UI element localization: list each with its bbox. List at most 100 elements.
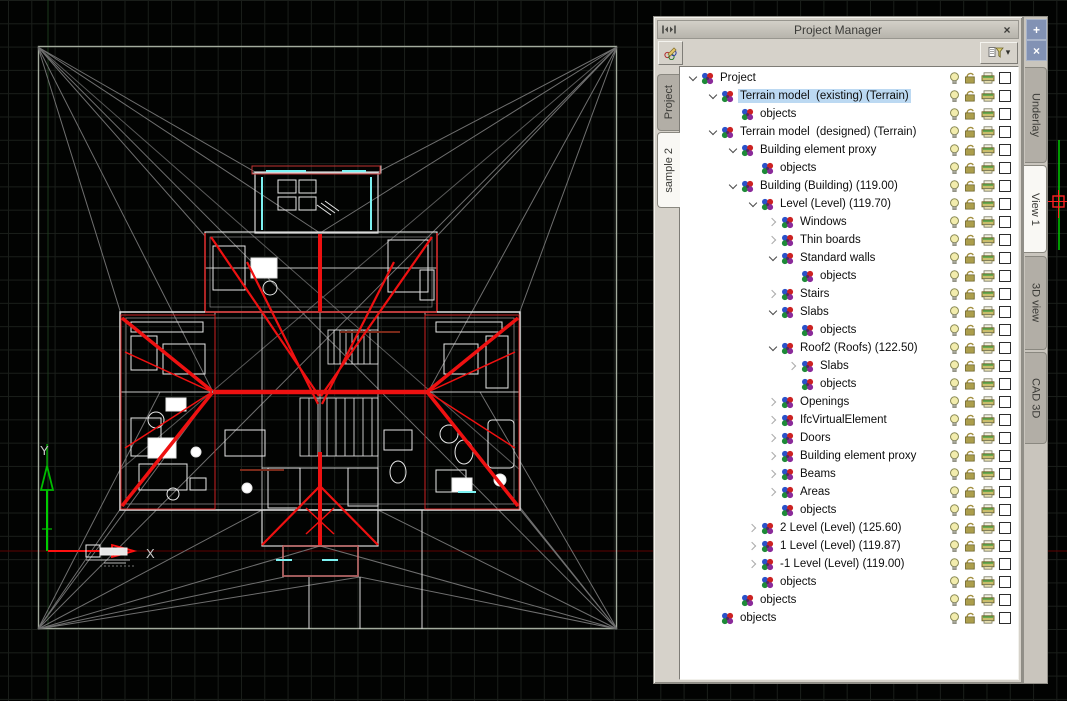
print-icon[interactable] (979, 450, 997, 462)
expander-open-icon[interactable] (769, 307, 777, 315)
expander-closed-icon[interactable] (768, 218, 776, 226)
tree-row[interactable]: Standard walls (680, 249, 1018, 267)
lock-icon[interactable] (962, 522, 979, 534)
print-icon[interactable] (979, 432, 997, 444)
print-icon[interactable] (979, 342, 997, 354)
tree-row[interactable]: objects (680, 159, 1018, 177)
tree-row[interactable]: Building (Building) (119.00) (680, 177, 1018, 195)
visibility-bulb-icon[interactable] (946, 162, 962, 175)
plot-checkbox[interactable] (997, 468, 1012, 480)
filter-button[interactable]: ▾ (980, 42, 1018, 64)
tree-row[interactable]: Slabs (680, 357, 1018, 375)
plot-checkbox[interactable] (997, 486, 1012, 498)
lock-icon[interactable] (962, 504, 979, 516)
tree-row[interactable]: Level (Level) (119.70) (680, 195, 1018, 213)
expander-closed-icon[interactable] (768, 470, 776, 478)
expander-closed-icon[interactable] (788, 362, 796, 370)
print-icon[interactable] (979, 468, 997, 480)
lock-icon[interactable] (962, 126, 979, 138)
tree-row[interactable]: Roof2 (Roofs) (122.50) (680, 339, 1018, 357)
expander-open-icon[interactable] (729, 181, 737, 189)
print-icon[interactable] (979, 198, 997, 210)
tree-row[interactable]: objects (680, 573, 1018, 591)
print-icon[interactable] (979, 396, 997, 408)
visibility-bulb-icon[interactable] (946, 252, 962, 265)
lock-icon[interactable] (962, 450, 979, 462)
plot-checkbox[interactable] (997, 144, 1012, 156)
visibility-bulb-icon[interactable] (946, 234, 962, 247)
tree-row[interactable]: Project (680, 69, 1018, 87)
lock-icon[interactable] (962, 360, 979, 372)
print-icon[interactable] (979, 72, 997, 84)
tree-row[interactable]: objects (680, 609, 1018, 627)
expander-closed-icon[interactable] (748, 524, 756, 532)
visibility-bulb-icon[interactable] (946, 612, 962, 625)
lock-icon[interactable] (962, 396, 979, 408)
print-icon[interactable] (979, 414, 997, 426)
plot-checkbox[interactable] (997, 432, 1012, 444)
visibility-bulb-icon[interactable] (946, 522, 962, 535)
plot-checkbox[interactable] (997, 270, 1012, 282)
lock-icon[interactable] (962, 594, 979, 606)
panel-tab-project[interactable]: Project (657, 74, 679, 131)
expander-closed-icon[interactable] (768, 488, 776, 496)
tree-row[interactable]: Terrain model (existing) (Terrain) (680, 87, 1018, 105)
lock-icon[interactable] (962, 558, 979, 570)
print-icon[interactable] (979, 126, 997, 138)
plot-checkbox[interactable] (997, 252, 1012, 264)
tree-row[interactable]: Windows (680, 213, 1018, 231)
lock-icon[interactable] (962, 198, 979, 210)
tree-row[interactable]: Doors (680, 429, 1018, 447)
lock-icon[interactable] (962, 324, 979, 336)
print-icon[interactable] (979, 378, 997, 390)
visibility-bulb-icon[interactable] (946, 288, 962, 301)
visibility-bulb-icon[interactable] (946, 504, 962, 517)
expander-closed-icon[interactable] (768, 236, 776, 244)
expander-closed-icon[interactable] (768, 416, 776, 424)
tree-row[interactable]: 1 Level (Level) (119.87) (680, 537, 1018, 555)
print-icon[interactable] (979, 270, 997, 282)
expander-closed-icon[interactable] (768, 398, 776, 406)
tree-row[interactable]: Stairs (680, 285, 1018, 303)
expander-open-icon[interactable] (709, 91, 717, 99)
lock-icon[interactable] (962, 180, 979, 192)
expander-open-icon[interactable] (729, 145, 737, 153)
visibility-bulb-icon[interactable] (946, 594, 962, 607)
print-icon[interactable] (979, 360, 997, 372)
visibility-bulb-icon[interactable] (946, 450, 962, 463)
expander-open-icon[interactable] (769, 253, 777, 261)
expander-open-icon[interactable] (689, 73, 697, 81)
view-tab-underlay[interactable]: Underlay (1025, 67, 1047, 163)
panel-tab-sample-2[interactable]: sample 2 (657, 132, 680, 208)
lock-icon[interactable] (962, 468, 979, 480)
visibility-bulb-icon[interactable] (946, 468, 962, 481)
lock-icon[interactable] (962, 144, 979, 156)
visibility-bulb-icon[interactable] (946, 396, 962, 409)
visibility-bulb-icon[interactable] (946, 270, 962, 283)
print-icon[interactable] (979, 234, 997, 246)
visibility-bulb-icon[interactable] (946, 306, 962, 319)
plot-checkbox[interactable] (997, 180, 1012, 192)
visibility-bulb-icon[interactable] (946, 360, 962, 373)
plot-checkbox[interactable] (997, 360, 1012, 372)
plot-checkbox[interactable] (997, 396, 1012, 408)
plot-checkbox[interactable] (997, 540, 1012, 552)
tree-row[interactable]: objects (680, 321, 1018, 339)
pin-dock-icon[interactable] (662, 25, 676, 34)
visibility-bulb-icon[interactable] (946, 558, 962, 571)
tree-row[interactable]: objects (680, 591, 1018, 609)
visibility-bulb-icon[interactable] (946, 72, 962, 85)
expander-open-icon[interactable] (769, 343, 777, 351)
plot-checkbox[interactable] (997, 216, 1012, 228)
plot-checkbox[interactable] (997, 126, 1012, 138)
expander-closed-icon[interactable] (768, 290, 776, 298)
lock-icon[interactable] (962, 288, 979, 300)
visibility-bulb-icon[interactable] (946, 486, 962, 499)
print-icon[interactable] (979, 522, 997, 534)
lock-icon[interactable] (962, 486, 979, 498)
add-view-button[interactable]: + (1026, 19, 1047, 40)
visibility-bulb-icon[interactable] (946, 432, 962, 445)
tree-row[interactable]: Areas (680, 483, 1018, 501)
visibility-bulb-icon[interactable] (946, 180, 962, 193)
print-icon[interactable] (979, 504, 997, 516)
